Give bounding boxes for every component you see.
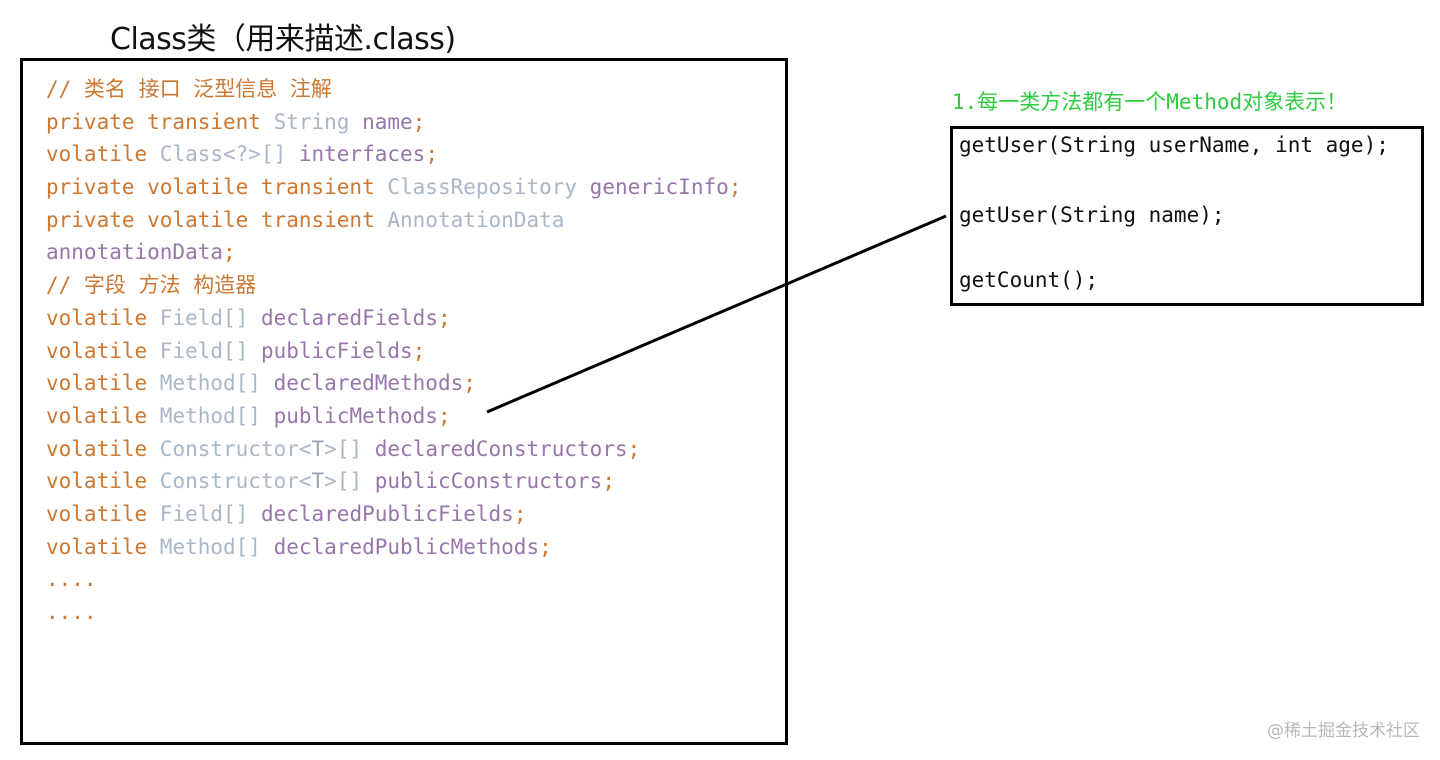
code-token: annotationData — [46, 240, 224, 265]
code-line: private volatile transient ClassReposito… — [46, 171, 741, 204]
method-item-getuser-name: getUser(String name); — [959, 203, 1225, 227]
code-token: Constructor< — [159, 469, 312, 494]
code-token: private transient — [46, 109, 274, 134]
code-token: name — [362, 109, 413, 134]
code-token: ; — [602, 469, 615, 494]
code-token: ; — [223, 240, 236, 265]
code-token: T — [311, 436, 325, 461]
code-token: ; — [513, 501, 527, 526]
code-token: declaredMethods — [273, 371, 464, 396]
code-line: volatile Method[] declaredPublicMethods; — [46, 531, 741, 564]
code-token: ; — [412, 338, 426, 363]
code-token: >[] — [324, 469, 375, 494]
code-line: // 类名 接口 泛型信息 注解 — [46, 73, 741, 106]
code-token: declaredFields — [260, 305, 438, 330]
code-token: ; — [463, 371, 476, 396]
code-line: .... — [46, 596, 741, 629]
code-token: Field[] — [159, 338, 261, 363]
code-line: volatile Method[] publicMethods; — [46, 400, 741, 433]
code-token: publicMethods — [273, 403, 438, 428]
code-token: volatile — [46, 469, 160, 494]
code-token: private volatile transient — [46, 207, 388, 232]
diagram-title: Class类（用来描述.class) — [110, 22, 456, 57]
code-token: Method[] — [159, 403, 274, 428]
code-token: Method[] — [159, 371, 274, 396]
code-token: // 类名 接口 泛型信息 注解 — [46, 77, 332, 101]
code-token: declaredPublicFields — [260, 501, 514, 526]
code-token: ; — [437, 403, 451, 428]
method-item-getcount: getCount(); — [959, 268, 1099, 292]
code-line: annotationData; — [46, 236, 741, 269]
code-token: interfaces — [298, 142, 426, 167]
code-line: volatile Constructor<T>[] declaredConstr… — [46, 433, 741, 466]
code-token: Field[] — [159, 501, 261, 526]
code-token: // 字段 方法 构造器 — [46, 273, 257, 298]
code-token: declaredConstructors — [374, 436, 628, 461]
code-line: volatile Field[] publicFields; — [46, 335, 741, 368]
code-token: private volatile transient — [46, 175, 388, 200]
code-token: T — [311, 469, 325, 494]
code-token: volatile — [46, 305, 160, 330]
code-token: Method[] — [159, 534, 274, 559]
method-item-getuser-username-age: getUser(String userName, int age); — [959, 133, 1389, 157]
code-token: AnnotationData — [387, 207, 565, 232]
code-token: genericInfo — [589, 175, 729, 200]
code-token: declaredPublicMethods — [273, 534, 540, 559]
code-line: .... — [46, 563, 741, 596]
code-token: .... — [46, 600, 97, 624]
code-token: volatile — [46, 534, 160, 559]
code-token: volatile — [46, 338, 160, 363]
code-token: ; — [412, 109, 426, 134]
code-line: volatile Field[] declaredFields; — [46, 302, 741, 335]
method-list-box: getUser(String userName, int age); getUs… — [950, 126, 1424, 306]
code-token: volatile — [46, 371, 160, 396]
code-token: String — [273, 109, 363, 134]
code-line: private volatile transient AnnotationDat… — [46, 204, 741, 237]
code-token: >[] — [324, 436, 375, 461]
watermark: @稀土掘金技术社区 — [1267, 721, 1420, 741]
code-token: publicFields — [260, 338, 413, 363]
code-token: ; — [437, 305, 451, 330]
code-token: volatile — [46, 436, 160, 461]
code-line: volatile Constructor<T>[] publicConstruc… — [46, 465, 741, 498]
code-token: Class<?>[] — [159, 142, 299, 167]
code-token: Constructor< — [159, 436, 312, 461]
code-line: volatile Method[] declaredMethods; — [46, 367, 741, 400]
code-token: ; — [728, 175, 742, 200]
code-token: ; — [539, 534, 552, 559]
code-token: Field[] — [159, 305, 261, 330]
code-token: volatile — [46, 403, 160, 428]
code-line: volatile Field[] declaredPublicFields; — [46, 498, 741, 531]
method-note: 1.每一类方法都有一个Method对象表示！ — [952, 90, 1348, 114]
code-line: // 字段 方法 构造器 — [46, 269, 741, 302]
class-fields-box: // 类名 接口 泛型信息 注解 private transient String… — [20, 58, 788, 745]
code-token: volatile — [46, 501, 160, 526]
code-token: volatile — [46, 142, 160, 167]
code-listing: // 类名 接口 泛型信息 注解 private transient String… — [46, 73, 741, 629]
code-token: ; — [425, 142, 438, 167]
code-line: private transient String name; — [46, 106, 741, 139]
code-token: ClassRepository — [387, 175, 590, 200]
code-token: ; — [627, 436, 641, 461]
code-token: publicConstructors — [374, 469, 603, 494]
code-line: volatile Class<?>[] interfaces; — [46, 138, 741, 171]
code-token: .... — [46, 567, 97, 592]
